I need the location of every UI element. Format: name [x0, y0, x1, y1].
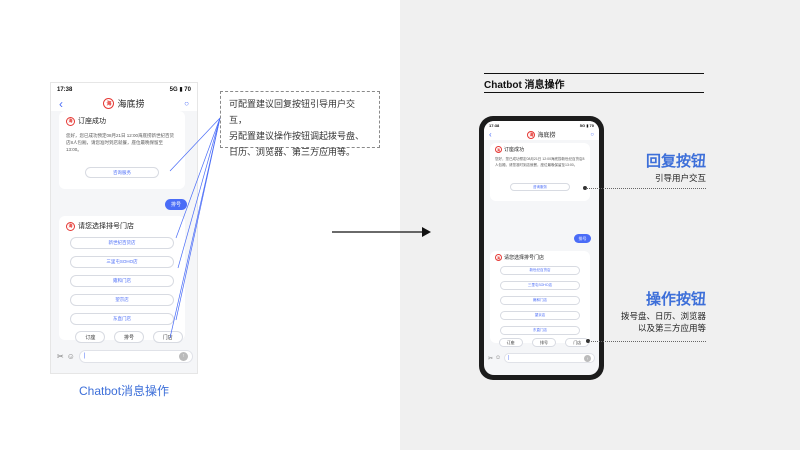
chat-header: ‹ 海 海底捞 ○: [484, 129, 599, 140]
card-title: 请您选择排号门店: [78, 223, 134, 230]
status-signal: 5G ▮ 70: [579, 122, 594, 128]
title-rule-top: [484, 73, 704, 74]
brand-logo-icon: 海: [527, 130, 536, 139]
store-button[interactable]: 雍和门店: [500, 296, 580, 305]
card-message: 您好，您已成功预定08月21日 12:00海底捞新世纪百货店8人包厢，请您准时到…: [66, 133, 175, 152]
right-section-title: Chatbot 消息操作: [484, 80, 565, 91]
card-title: 请您选择排号门店: [504, 255, 545, 261]
reply-label-title: 回复按钮: [645, 153, 706, 170]
action-queue-button[interactable]: 排号: [113, 331, 144, 343]
brand-logo-icon: 海: [495, 146, 502, 153]
order-success-card: 海 订座成功 您好，您已成功预定08月21日 12:00海底捞新世纪百货店8人包…: [59, 111, 185, 189]
store-select-card: 海 请您选择排号门店 新世纪百货店 三里屯SOHO店 雍和门店 望京店 东直门店: [59, 216, 185, 340]
back-icon[interactable]: ‹: [59, 96, 63, 111]
store-button[interactable]: 望京店: [500, 311, 580, 320]
action-reserve-button[interactable]: 订座: [75, 331, 106, 343]
profile-icon[interactable]: ○: [590, 131, 594, 138]
input-cursor: |: [508, 355, 510, 361]
status-bar: 17:38 5G ▮ 70: [51, 83, 197, 96]
profile-icon[interactable]: ○: [184, 99, 189, 108]
status-time: 17:38: [57, 86, 73, 93]
emoji-icon[interactable]: ☺: [495, 355, 502, 361]
chat-title: 海底捞: [117, 99, 145, 109]
reply-pointer-line: [586, 188, 706, 189]
message-input[interactable]: | ↑: [504, 353, 595, 363]
attachment-icon[interactable]: ✂: [488, 355, 494, 362]
reply-label-desc: 引导用户交互: [654, 173, 706, 183]
consult-service-button[interactable]: 咨询服务: [85, 167, 159, 178]
suggested-actions-row: 订座 排号 门店: [71, 330, 187, 344]
input-bar: ✂ ☺ | ↑: [51, 347, 197, 365]
consult-service-button[interactable]: 咨询服务: [510, 183, 570, 191]
card-message: 您好，您已成功预定08月21日 12:00海底捞新世纪百货店8人包厢，请您准时到…: [495, 157, 585, 167]
right-phone-screen: 17:38 5G ▮ 70 ‹ 海 海底捞 ○ 海 订座成功 您好，您已成功预定…: [484, 121, 599, 375]
brand-logo-icon: 海: [66, 221, 75, 231]
order-success-card: 海 订座成功 您好，您已成功预定08月21日 12:00海底捞新世纪百货店8人包…: [490, 143, 590, 201]
action-pointer-dot: [586, 339, 590, 343]
input-bar: ✂ ☺ | ↑: [484, 351, 599, 365]
chat-title: 海底捞: [537, 133, 556, 139]
brand-logo-icon: 海: [66, 116, 75, 126]
left-phone-screen: 17:38 5G ▮ 70 ‹ 海 海底捞 ○ 海 订座成功 您好，您已成功预定…: [50, 82, 198, 374]
left-caption: Chatbot消息操作: [79, 384, 170, 398]
store-button[interactable]: 三里屯SOHO店: [70, 256, 174, 268]
attachment-icon[interactable]: ✂: [57, 351, 64, 361]
note-line: 另配置建议操作按钮调起拨号盘、: [229, 131, 365, 141]
send-icon[interactable]: ↑: [179, 351, 188, 361]
action-queue-button[interactable]: 排号: [531, 338, 556, 347]
user-message-bubble: 排号: [574, 234, 591, 243]
action-pointer-line: [589, 341, 706, 342]
card-title: 订座成功: [504, 147, 525, 153]
store-button[interactable]: 东直门店: [500, 326, 580, 335]
message-input[interactable]: | ↑: [78, 349, 193, 363]
suggested-actions-row: 订座 排号 门店: [494, 337, 594, 348]
status-bar: 17:38 5G ▮ 70: [484, 121, 599, 129]
action-store-button[interactable]: 门店: [152, 331, 183, 343]
store-button[interactable]: 三里屯SOHO店: [500, 281, 580, 290]
store-button[interactable]: 新世纪百货店: [500, 266, 580, 275]
chat-header: ‹ 海 海底捞 ○: [51, 96, 197, 111]
brand-logo-icon: 海: [495, 254, 502, 261]
card-heading: 海 请您选择排号门店: [66, 221, 178, 231]
title-rule-bottom: [484, 92, 704, 93]
emoji-icon[interactable]: ☺: [66, 351, 75, 361]
card-heading: 海 订座成功: [66, 116, 178, 126]
store-button[interactable]: 望京店: [70, 294, 174, 306]
reply-pointer-dot: [583, 186, 587, 190]
store-select-card: 海 请您选择排号门店 新世纪百货店 三里屯SOHO店 雍和门店 望京店 东直门店: [490, 251, 590, 343]
store-button[interactable]: 雍和门店: [70, 275, 174, 287]
back-icon[interactable]: ‹: [489, 130, 492, 139]
brand-logo-icon: 海: [103, 98, 115, 109]
action-label-desc-1: 拨号盘、日历、浏览器: [620, 311, 706, 321]
annotation-note: 可配置建议回复按钮引导用户交互， 另配置建议操作按钮调起拨号盘、 日历、浏览器、…: [220, 91, 380, 157]
action-label-desc-2: 以及第三方应用等: [637, 323, 706, 333]
note-line: 可配置建议回复按钮引导用户交互，: [229, 99, 356, 125]
status-time: 17:38: [489, 122, 500, 128]
user-message-bubble: 排号: [165, 199, 187, 210]
store-button[interactable]: 新世纪百货店: [70, 237, 174, 249]
status-signal: 5G ▮ 70: [169, 87, 191, 93]
send-icon[interactable]: ↑: [584, 354, 591, 362]
card-heading: 海 订座成功: [495, 146, 585, 153]
note-line: 日历、浏览器、第三方应用等。: [229, 147, 356, 157]
card-title: 订座成功: [78, 118, 106, 125]
card-heading: 海 请您选择排号门店: [495, 254, 585, 261]
input-cursor: |: [83, 353, 86, 359]
store-button[interactable]: 东直门店: [70, 313, 174, 325]
action-reserve-button[interactable]: 订座: [498, 338, 523, 347]
action-label-title: 操作按钮: [645, 291, 706, 308]
